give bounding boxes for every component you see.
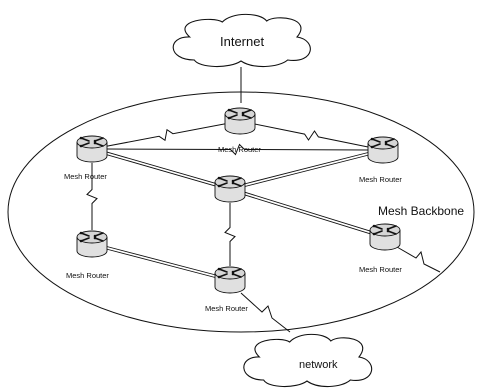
router-icon-center <box>214 175 246 203</box>
internet-cloud-label: Internet <box>220 34 265 49</box>
network-cloud-icon <box>243 333 373 388</box>
lower-right-uplink <box>396 246 441 273</box>
link-upper-left-lower-left <box>86 163 98 230</box>
router-label-top: Mesh Router <box>218 145 261 154</box>
router-icon-lower-left <box>76 230 108 258</box>
internet-cloud-icon <box>172 13 311 68</box>
mesh-backbone-label: Mesh Backbone <box>378 204 465 218</box>
router-icon-top <box>224 107 256 135</box>
router-label-lower-left: Mesh Router <box>66 271 109 280</box>
link-center-right <box>242 151 371 188</box>
link-top-upper-left <box>105 123 227 147</box>
router-icon-upper-left <box>76 135 108 163</box>
link-center-lower-right <box>241 191 374 235</box>
link-upper-left-right <box>105 143 370 156</box>
link-top-right <box>253 123 370 148</box>
network-uplink <box>240 292 291 333</box>
router-label-right: Mesh Router <box>359 175 402 184</box>
link-lower-left-bottom <box>104 245 218 279</box>
router-icon-lower-right <box>369 223 401 251</box>
router-label-upper-left: Mesh Router <box>64 172 107 181</box>
network-cloud-label: network <box>299 359 338 371</box>
router-icon-right <box>367 136 399 164</box>
router-icon-bottom <box>214 266 246 294</box>
router-label-lower-right: Mesh Router <box>359 265 402 274</box>
link-center-bottom <box>224 203 236 266</box>
link-upper-left-center <box>103 150 219 188</box>
router-label-bottom: Mesh Router <box>205 304 248 313</box>
